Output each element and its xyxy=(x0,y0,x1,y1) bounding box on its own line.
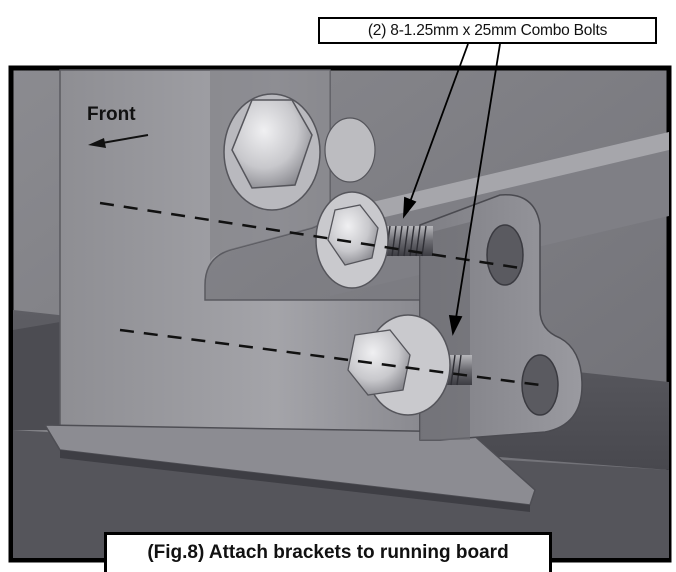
upper-bolt-head xyxy=(327,204,379,266)
callout-leaders xyxy=(402,43,501,336)
installed-nut xyxy=(324,117,376,183)
leader-lower-arrowhead xyxy=(448,314,463,336)
bracket-slot-lower xyxy=(521,354,559,416)
bottom-flange-lip xyxy=(60,450,530,512)
lower-left-shadow xyxy=(13,322,60,430)
front-arrow xyxy=(88,134,149,148)
figure-caption: (Fig.8) Attach brackets to running board xyxy=(104,532,552,572)
bottom-flange xyxy=(43,424,536,506)
bolt-callout-label: (2) 8-1.25mm x 25mm Combo Bolts xyxy=(318,17,657,44)
leader-lower-bolt xyxy=(455,43,501,319)
leader-upper-bolt xyxy=(409,43,469,203)
front-direction-label: Front xyxy=(87,104,136,125)
leader-upper-arrowhead xyxy=(402,196,417,219)
bracket-slot-upper xyxy=(486,224,524,286)
installed-bolt-head xyxy=(231,99,313,189)
upper-rail-top xyxy=(330,132,669,230)
lower-bolt-head xyxy=(347,329,411,396)
